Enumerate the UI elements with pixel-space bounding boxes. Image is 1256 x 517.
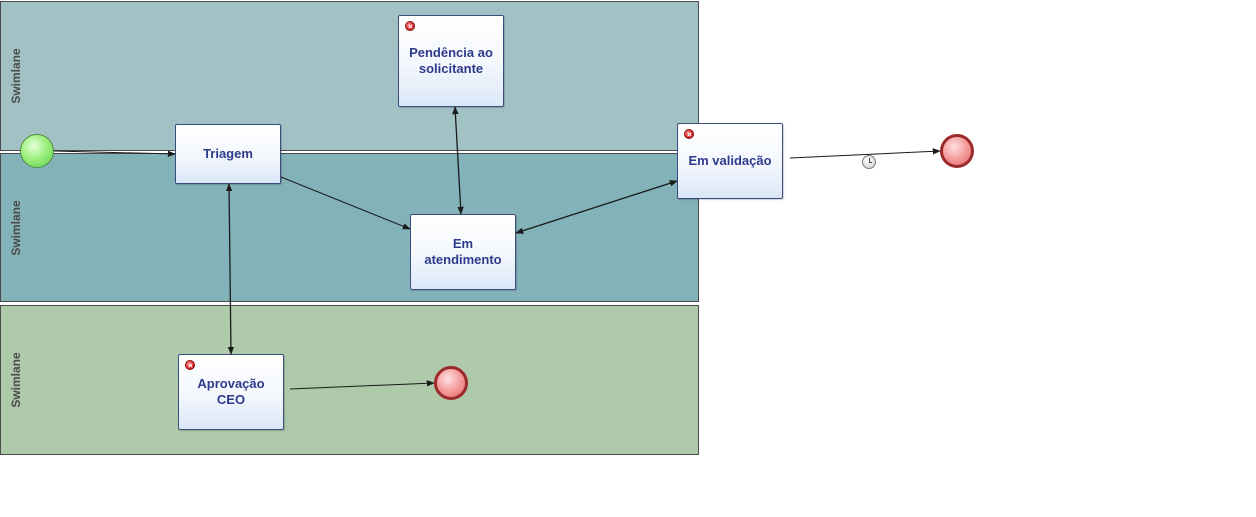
error-marker-icon [405, 21, 415, 31]
swimlane-label: Swimlane [9, 199, 23, 256]
swimlane-1[interactable]: Swimlane [0, 1, 699, 151]
start-event[interactable] [20, 134, 54, 168]
task-label: Em atendimento [424, 236, 502, 267]
end-event-validacao[interactable] [940, 134, 974, 168]
swimlane-label: Swimlane [9, 352, 23, 408]
task-label: Em validação [688, 153, 772, 168]
flow-aprovacao-to-end[interactable] [289, 380, 435, 390]
flow-pendencia-atendimento[interactable] [452, 106, 464, 215]
flow-start-to-triagem[interactable] [53, 150, 176, 158]
task-em-atendimento[interactable]: Em atendimento [410, 214, 516, 290]
timer-icon[interactable] [862, 155, 876, 169]
flow-atendimento-validacao[interactable] [515, 180, 678, 234]
task-label: Triagem [203, 146, 253, 161]
swimlane-2[interactable]: Swimlane [0, 153, 699, 302]
task-label: Pendência ao solicitante [409, 45, 493, 76]
swimlane-label: Swimlane [9, 48, 23, 104]
error-marker-icon [684, 129, 694, 139]
flow-validacao-to-end[interactable] [789, 148, 941, 159]
end-event-aprovacao[interactable] [434, 366, 468, 400]
flow-triagem-aprovacao[interactable] [225, 183, 235, 355]
swimlane-3[interactable]: Swimlane [0, 305, 699, 455]
task-aprovacao-ceo[interactable]: Aprovação CEO [178, 354, 284, 430]
flow-triagem-to-atendimento[interactable] [280, 176, 411, 230]
task-em-validacao[interactable]: Em validação [677, 123, 783, 199]
error-marker-icon [185, 360, 195, 370]
task-label: Aprovação CEO [197, 376, 265, 407]
task-triagem[interactable]: Triagem [175, 124, 281, 184]
task-pendencia-ao-solicitante[interactable]: Pendência ao solicitante [398, 15, 504, 107]
